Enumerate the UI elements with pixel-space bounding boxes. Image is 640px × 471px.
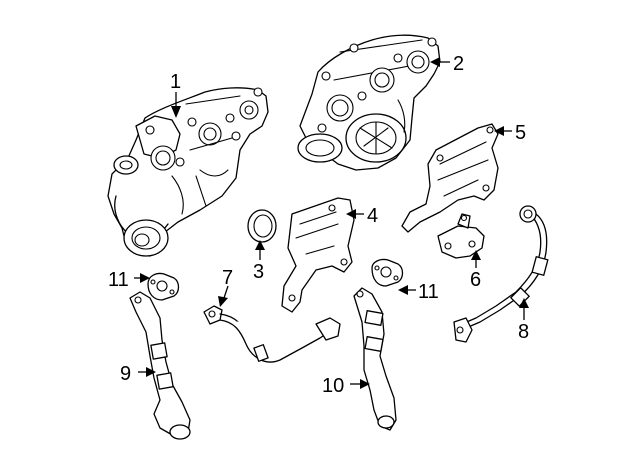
turbocharger-left [107, 87, 269, 257]
seal-ring [247, 209, 277, 243]
callout-leaders [134, 57, 529, 389]
callout-11-left: 11 [108, 269, 129, 291]
bracket [437, 213, 485, 259]
callout-6: 6 [470, 269, 481, 291]
sensor-line [453, 205, 549, 343]
oil-pipe-center [353, 287, 397, 431]
callout-2: 2 [453, 53, 464, 75]
callout-3: 3 [253, 261, 264, 283]
heat-shield-5 [401, 123, 499, 233]
callout-9: 9 [120, 363, 131, 385]
callout-1: 1 [170, 71, 181, 93]
callout-5: 5 [515, 122, 526, 144]
callout-10: 10 [322, 375, 344, 397]
gasket-left [147, 272, 180, 301]
turbocharger-right [297, 34, 441, 171]
heat-shield-4 [281, 197, 355, 313]
callout-4: 4 [367, 205, 378, 227]
callout-11-center: 11 [418, 281, 439, 303]
oil-feed-pipe [203, 305, 341, 363]
callout-8: 8 [518, 321, 529, 343]
oil-pipe-left [129, 291, 191, 440]
callout-7: 7 [222, 267, 233, 289]
gasket-center [371, 258, 404, 287]
